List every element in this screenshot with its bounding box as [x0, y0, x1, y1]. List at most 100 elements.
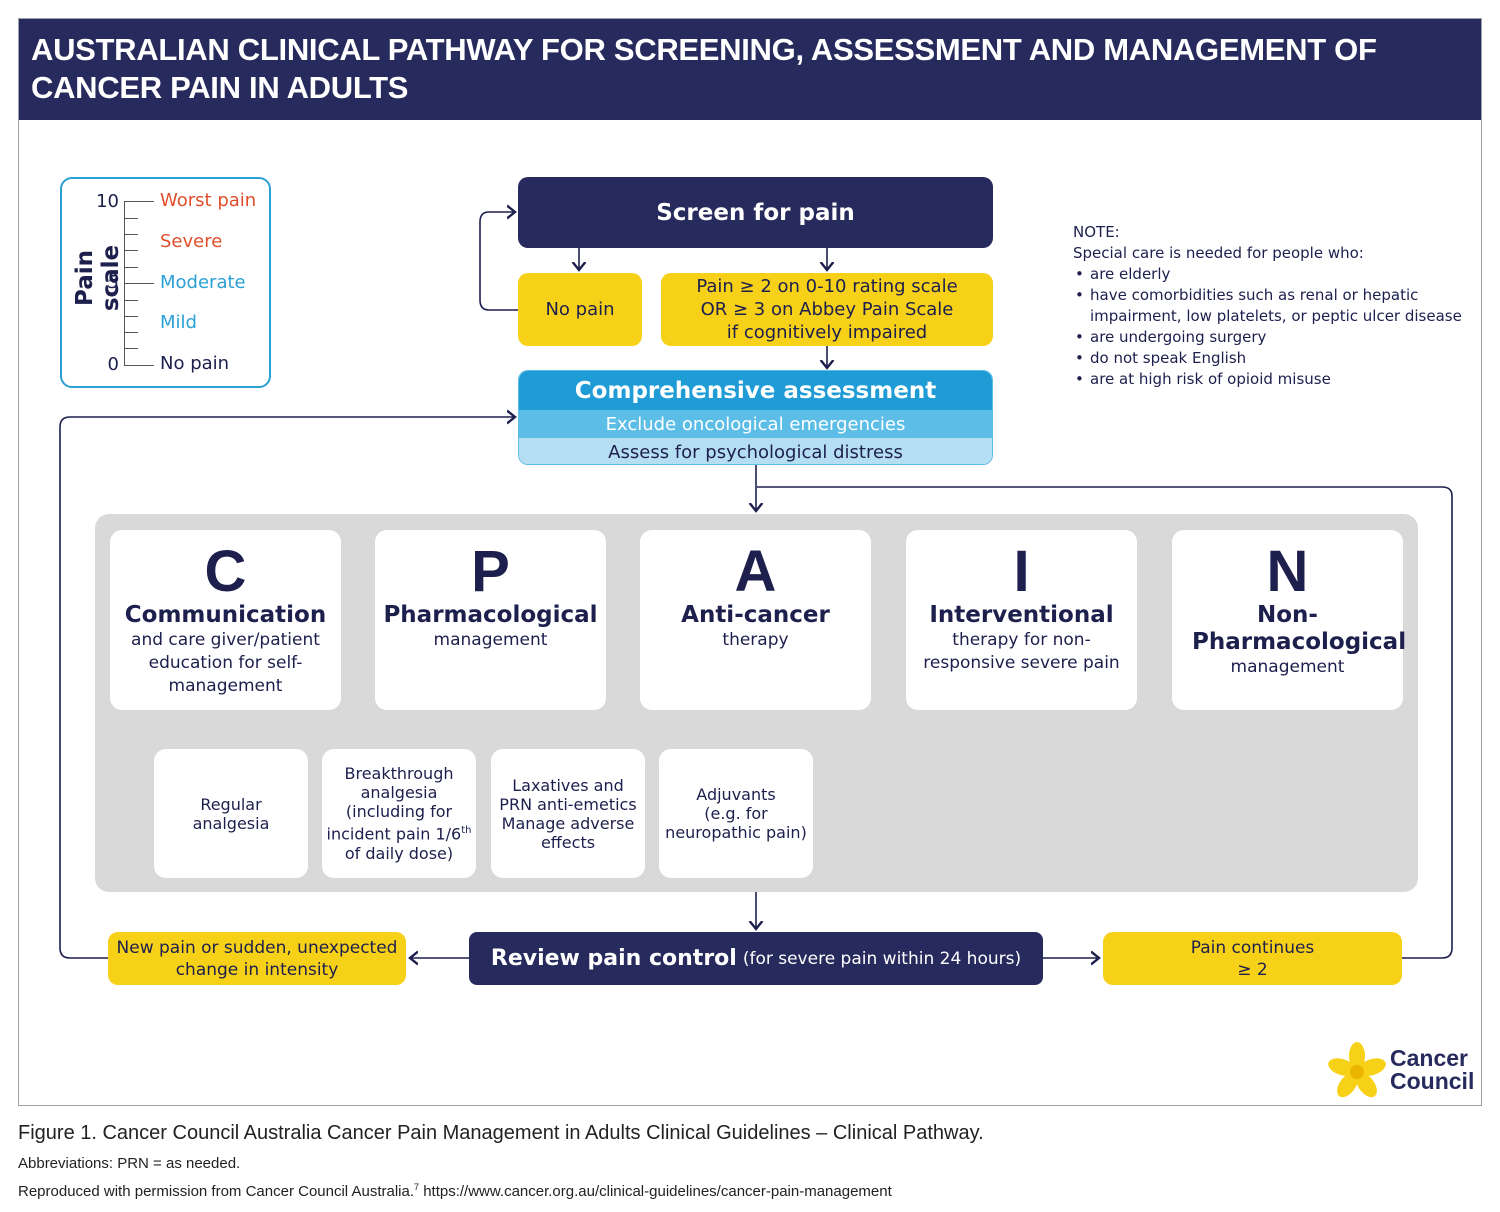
card-body: and care giver/patient education for sel…: [131, 630, 320, 696]
scale-number-0: 0: [107, 354, 119, 375]
pain-threshold-box: Pain ≥ 2 on 0-10 rating scale OR ≥ 3 on …: [661, 273, 993, 346]
option-line: Breakthrough: [344, 764, 454, 784]
title-banner: AUSTRALIAN CLINICAL PATHWAY FOR SCREENIN…: [19, 19, 1481, 120]
scale-tick-major: [124, 201, 154, 202]
scale-tick: [124, 234, 138, 235]
option-line: of daily dose): [344, 843, 454, 863]
option-line: neuropathic pain): [665, 823, 807, 842]
option-line: analgesia: [360, 783, 438, 803]
card-communication: C Communication and care giver/patient e…: [110, 530, 341, 710]
option-line: Adjuvants: [696, 785, 776, 804]
source-url[interactable]: https://www.cancer.org.au/clinical-guide…: [423, 1183, 892, 1200]
option-line: analgesia: [192, 813, 270, 833]
figure-caption: Figure 1. Cancer Council Australia Cance…: [18, 1122, 984, 1144]
note-item: do not speak English: [1073, 348, 1473, 369]
scale-level-worst: Worst pain: [160, 190, 257, 211]
new-pain-line-1: New pain or sudden, unexpected: [116, 937, 398, 958]
no-pain-box: No pain: [518, 273, 642, 346]
cancer-council-logo-text: Cancer Council: [1390, 1047, 1474, 1093]
card-letter: N: [1266, 539, 1309, 604]
new-pain-line-2: change in intensity: [175, 959, 339, 980]
option-line: incident pain 1/6th: [326, 821, 472, 844]
reference-number: 7: [414, 1182, 420, 1192]
option-breakthrough-analgesia: Breakthrough analgesia (including for in…: [322, 749, 476, 878]
screen-for-pain-box: Screen for pain: [518, 177, 993, 248]
card-letter: C: [204, 539, 247, 604]
scale-level-moderate: Moderate: [160, 272, 246, 293]
scale-tick: [124, 300, 138, 301]
reproduction-text: Reproduced with permission from Cancer C…: [18, 1183, 415, 1200]
pain-scale-box: [60, 177, 271, 388]
assessment-title: Comprehensive assessment: [519, 371, 992, 410]
card-heading: Pharmacological: [383, 602, 598, 628]
note-intro: Special care is needed for people who:: [1073, 244, 1364, 262]
scale-tick: [124, 332, 138, 333]
comprehensive-assessment-box: Comprehensive assessment Exclude oncolog…: [518, 370, 993, 465]
special-care-note: NOTE: Special care is needed for people …: [1073, 222, 1473, 390]
option-line: Regular: [200, 794, 262, 814]
card-body: therapy for non-responsive severe pain: [923, 630, 1120, 673]
option-line: (including for: [345, 802, 453, 822]
card-non-pharmacological: N Non-Pharmacological management: [1172, 530, 1407, 710]
daffodil-logo-icon: [1328, 1042, 1386, 1098]
logo-line-2: Council: [1390, 1068, 1475, 1094]
scale-level-no-pain: No pain: [160, 353, 230, 374]
scale-number-5: 5: [107, 272, 119, 293]
threshold-line-2: OR ≥ 3 on Abbey Pain Scale: [700, 299, 954, 320]
option-regular-analgesia: Regular analgesia: [154, 749, 308, 878]
logo-line-1: Cancer: [1390, 1045, 1468, 1071]
option-adjuvants: Adjuvants (e.g. for neuropathic pain): [659, 749, 813, 878]
note-item: are at high risk of opioid misuse: [1073, 369, 1473, 390]
scale-tick-major: [124, 365, 154, 366]
assessment-psychological-distress: Assess for psychological distress: [519, 438, 992, 464]
scale-tick-major: [124, 283, 154, 284]
card-heading: Non-Pharmacological: [1192, 602, 1407, 655]
pathway-title: AUSTRALIAN CLINICAL PATHWAY FOR SCREENIN…: [31, 32, 1377, 105]
scale-level-mild: Mild: [160, 312, 197, 333]
option-line: effects: [540, 832, 596, 852]
card-anti-cancer: A Anti-cancer therapy: [640, 530, 871, 710]
note-item: are elderly: [1073, 264, 1473, 285]
card-letter: P: [471, 539, 510, 604]
new-pain-box: New pain or sudden, unexpected change in…: [108, 932, 406, 985]
card-interventional: I Interventional therapy for non-respons…: [906, 530, 1137, 710]
threshold-line-3: if cognitively impaired: [726, 322, 928, 343]
threshold-line-1: Pain ≥ 2 on 0-10 rating scale: [696, 276, 958, 297]
option-superscript: th: [461, 825, 472, 837]
review-pain-control-box: Review pain control (for severe pain wit…: [469, 932, 1043, 985]
card-letter: I: [1013, 539, 1030, 604]
option-laxatives-antiemetics: Laxatives and PRN anti-emetics Manage ad…: [491, 749, 645, 878]
option-line: (e.g. for: [704, 804, 768, 823]
review-subtitle: (for severe pain within 24 hours): [742, 948, 1022, 969]
card-body: management: [433, 630, 548, 650]
card-pharmacological: P Pharmacological management: [375, 530, 606, 710]
note-title: NOTE:: [1073, 223, 1120, 241]
note-item: are undergoing surgery: [1073, 327, 1473, 348]
reproduction-notice: Reproduced with permission from Cancer C…: [18, 1182, 892, 1200]
card-letter: A: [734, 539, 777, 604]
review-title: Review pain control: [490, 946, 737, 971]
scale-tick: [124, 267, 138, 268]
pain-continues-line-1: Pain continues: [1190, 937, 1315, 958]
card-heading: Anti-cancer: [681, 602, 830, 628]
card-body: management: [1230, 657, 1345, 677]
option-line-text: incident pain 1/6: [326, 824, 462, 844]
note-list: are elderly have comorbidities such as r…: [1073, 264, 1473, 390]
card-heading: Communication: [124, 602, 327, 628]
option-line: Laxatives and: [512, 775, 624, 795]
option-line: PRN anti-emetics: [499, 794, 637, 814]
card-body: therapy: [722, 630, 789, 650]
scale-tick: [124, 316, 138, 317]
pain-continues-box: Pain continues ≥ 2: [1103, 932, 1402, 985]
option-line: Manage adverse: [501, 813, 635, 833]
scale-tick: [124, 250, 138, 251]
abbreviations: Abbreviations: PRN = as needed.: [18, 1155, 241, 1172]
scale-tick: [124, 218, 138, 219]
scale-number-10: 10: [96, 191, 119, 212]
scale-tick: [124, 348, 138, 349]
note-item: have comorbidities such as renal or hepa…: [1073, 285, 1473, 327]
scale-level-severe: Severe: [160, 231, 223, 252]
card-heading: Interventional: [929, 602, 1114, 628]
assessment-exclude-emergencies: Exclude oncological emergencies: [519, 410, 992, 438]
pain-continues-line-2: ≥ 2: [1237, 959, 1268, 980]
